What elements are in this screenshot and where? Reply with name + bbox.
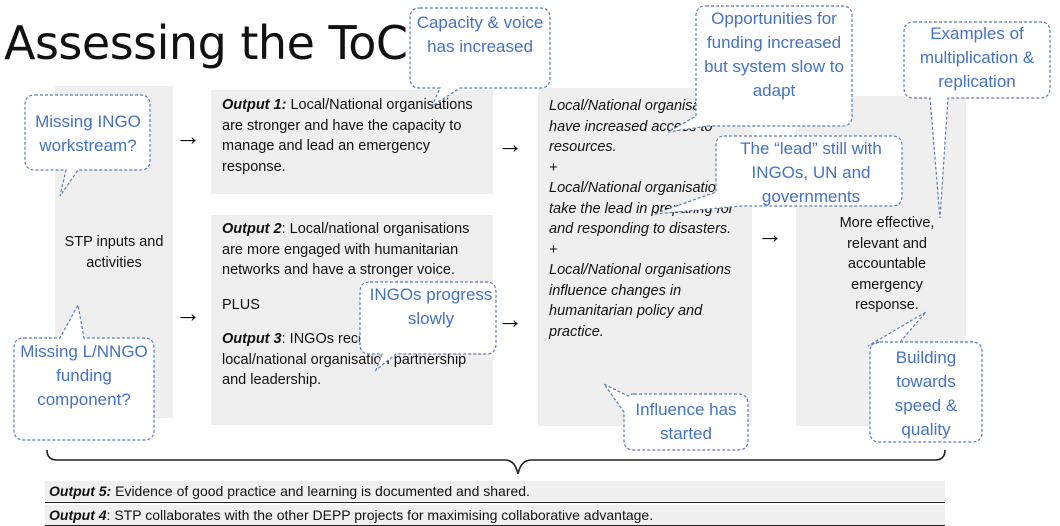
output5-body: Evidence of good practice and learning i…	[111, 483, 530, 499]
callout-building-shape	[867, 311, 983, 443]
impact-text: More effective, relevant and accountable…	[839, 215, 935, 313]
arrow-right-icon: →	[497, 129, 523, 159]
callout-missing-ingo: Missing INGO workstream?	[35, 112, 141, 155]
output4-body: : STP collaborates with the other DEPP p…	[106, 507, 654, 523]
divider	[45, 502, 945, 503]
callout-ingos-progress-shape	[359, 281, 497, 372]
callout-capacity-shape	[409, 7, 551, 108]
callout-opportunities: Opportunities for funding increased but …	[704, 9, 844, 100]
page-title: Assessing the ToC	[4, 16, 408, 70]
callout-building: Building towards speed & quality	[894, 348, 958, 439]
output2-3-text: Output 2: Local/national organisations a…	[222, 219, 488, 391]
callout-missing-ingo-shape	[24, 94, 151, 197]
output2-label: Output 2	[222, 221, 282, 237]
output1-panel	[211, 90, 493, 194]
arrow-right-icon: →	[175, 121, 201, 151]
arrow-right-icon: →	[497, 304, 523, 334]
callout-examples-shape	[903, 21, 1051, 219]
callout-opportunities-shape	[667, 5, 853, 133]
callout-influence-shape	[603, 383, 749, 451]
callout-capacity: Capacity & voice has increased	[416, 13, 544, 56]
callout-examples: Examples of multiplication & replication	[919, 24, 1035, 91]
output-plus: PLUS	[222, 296, 260, 313]
output3-label: Output 3	[222, 331, 282, 347]
callout-ingos-progress: INGOs progress slowly	[369, 285, 493, 328]
arrow-right-icon: →	[757, 219, 783, 249]
inputs-text: STP inputs and activities	[64, 234, 164, 271]
bottom-brace	[46, 449, 946, 475]
output4-row: Output 4: STP collaborates with the othe…	[45, 505, 945, 525]
output5-label: Output 5:	[49, 483, 112, 499]
callout-missing-lnngo-shape	[13, 303, 155, 441]
output2-body: : Local/national organisations are more …	[222, 221, 470, 278]
output1-text: Output 1: Local/National organisations a…	[222, 95, 488, 177]
outcome-plus-1: +	[549, 159, 558, 176]
callout-lead-shape	[653, 135, 903, 215]
outcome-plus-2: +	[549, 241, 558, 258]
output1-body: Local/National organisations are stronge…	[222, 97, 473, 175]
callout-missing-lnngo: Missing L/NNGO funding component?	[20, 342, 148, 409]
output5-row: Output 5: Evidence of good practice and …	[45, 481, 945, 501]
arrow-right-icon: →	[175, 298, 201, 328]
callout-influence: Influence has started	[635, 400, 737, 443]
outcome-c: Local/National organisations influence c…	[549, 262, 732, 340]
output1-label: Output 1:	[222, 97, 287, 113]
callout-lead: The “lead” still with INGOs, UN and gove…	[740, 139, 882, 206]
output4-label: Output 4	[49, 507, 107, 523]
